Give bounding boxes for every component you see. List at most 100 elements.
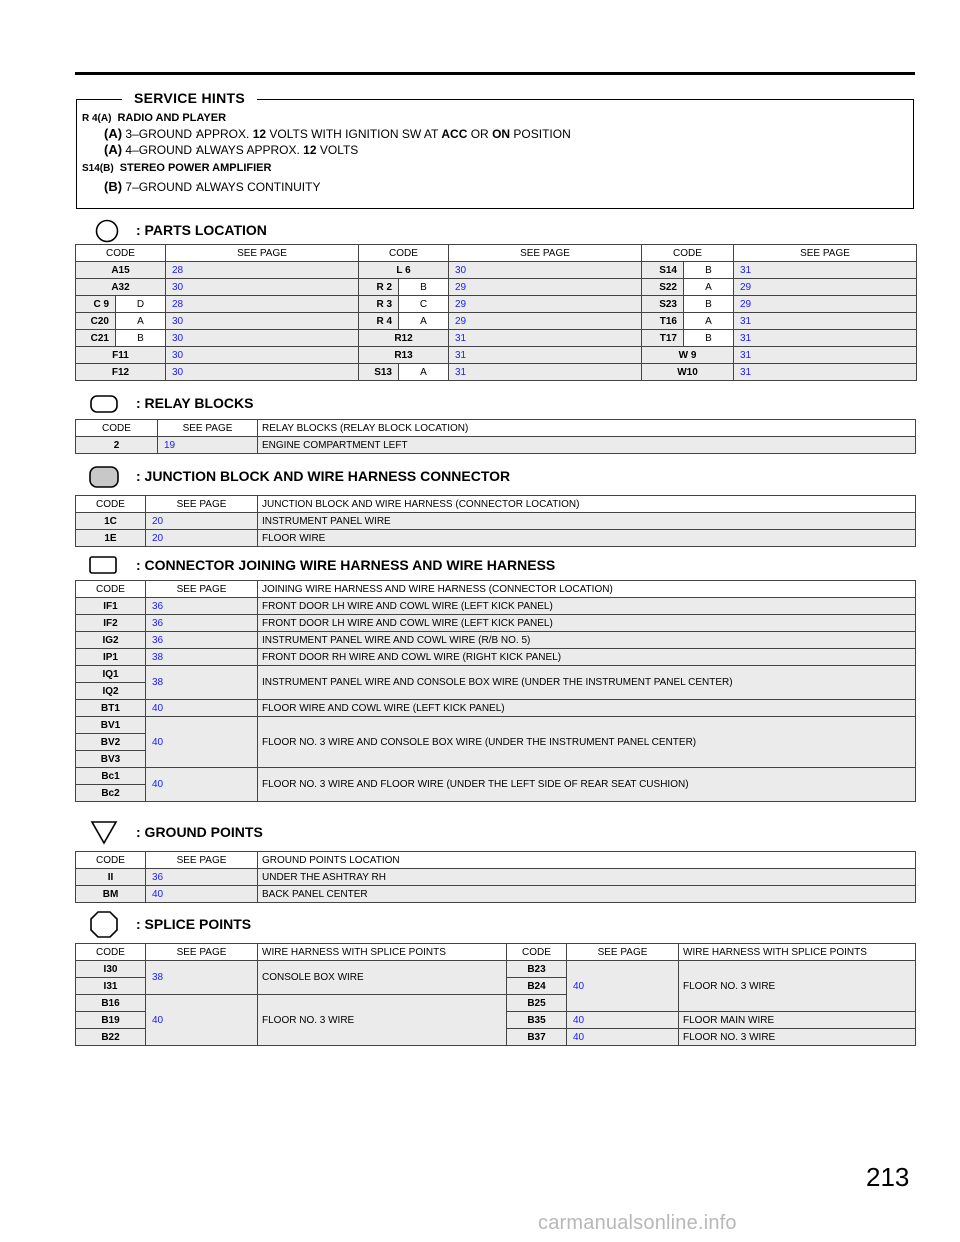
hint-text-pre: APPROX. [196,127,253,141]
location-cell: UNDER THE ASHTRAY RH [257,868,916,886]
hint-text-mid: VOLTS WITH IGNITION SW AT [266,127,442,141]
column-header: SEE PAGE [733,244,917,262]
connector-letter: D [115,295,166,313]
part-code: S13 [358,363,399,381]
connector-letter: B [683,295,734,313]
connector-location: FRONT DOOR LH WIRE AND COWL WIRE (LEFT K… [257,614,916,632]
see-page-link: 30 [165,278,359,296]
hint-pin-text: 7–GROUND : [125,180,199,194]
column-header: SEE PAGE [165,244,359,262]
see-page-link: 31 [733,261,917,279]
part-code: S23 [641,295,684,313]
junction-block-icon [89,466,119,488]
splice-code: B35 [506,1011,567,1029]
part-code: T17 [641,329,684,347]
see-page-link: 36 [145,868,258,886]
ground-points-title: : GROUND POINTS [136,824,263,840]
splice-harness: FLOOR NO. 3 WIRE [257,994,507,1046]
connector-location: FRONT DOOR RH WIRE AND COWL WIRE (RIGHT … [257,648,916,666]
connector-letter: C [398,295,449,313]
see-page-link: 36 [145,631,258,649]
junction-block-title: : JUNCTION BLOCK AND WIRE HARNESS CONNEC… [136,468,511,484]
connector-location: INSTRUMENT PANEL WIRE AND COWL WIRE (R/B… [257,631,916,649]
splice-harness: FLOOR NO. 3 WIRE [678,960,916,1012]
splice-code: B22 [75,1028,146,1046]
part-code: C 9 [75,295,116,313]
code-cell: 2 [75,436,158,454]
hint-bold: 12 [252,127,267,141]
part-code: T16 [641,312,684,330]
see-page-link: 40 [145,885,258,903]
see-page-link: 31 [733,312,917,330]
see-page-link: 31 [448,329,642,347]
column-header: WIRE HARNESS WITH SPLICE POINTS [678,943,916,961]
splice-point-octagon-icon [90,911,118,938]
see-page-link: 30 [165,329,359,347]
hint-component-name: STEREO POWER AMPLIFIER [119,162,272,174]
column-header: SEE PAGE [145,943,258,961]
part-code: C20 [75,312,116,330]
splice-code: B23 [506,960,567,978]
location-cell: BACK PANEL CENTER [257,885,916,903]
code-cell: II [75,868,146,886]
connector-code: BV1 [75,716,146,734]
part-code: A15 [75,261,166,279]
see-page-link: 19 [157,436,258,454]
hint-component-ref: S14(B) [82,163,114,174]
hint-text-mid: OR [467,127,493,141]
connector-letter: A [683,278,734,296]
see-page-link: 29 [448,278,642,296]
see-page-link: 30 [165,346,359,364]
part-code: W 9 [641,346,734,364]
hint-pin: (A) 3–GROUND : [104,126,199,141]
splice-points-title: : SPLICE POINTS [136,916,252,932]
see-page-link: 28 [165,261,359,279]
location-cell: ENGINE COMPARTMENT LEFT [257,436,916,454]
ground-point-triangle-icon [90,821,118,845]
location-cell: INSTRUMENT PANEL WIRE [257,512,916,530]
connector-code: BV3 [75,750,146,768]
see-page-link: 31 [448,363,642,381]
splice-harness: FLOOR NO. 3 WIRE [678,1028,916,1046]
part-code: R 3 [358,295,399,313]
connector-code: BV2 [75,733,146,751]
connector-letter: A [115,312,166,330]
code-cell: BM [75,885,146,903]
splice-harness: FLOOR MAIN WIRE [678,1011,916,1029]
connector-location: FRONT DOOR LH WIRE AND COWL WIRE (LEFT K… [257,597,916,615]
part-code: S14 [641,261,684,279]
see-page-link: 40 [145,699,258,717]
column-header: SEE PAGE [145,580,258,598]
part-code: A32 [75,278,166,296]
column-header: JOINING WIRE HARNESS AND WIRE HARNESS (C… [257,580,916,598]
part-code: C21 [75,329,116,347]
connector-letter: A [398,312,449,330]
hint-text-post: POSITION [510,127,571,141]
hint-text-mid: VOLTS [316,143,359,157]
hint-text-pre: ALWAYS CONTINUITY [196,180,321,194]
hint-text-pre: ALWAYS APPROX. [196,143,304,157]
part-code: R13 [358,346,449,364]
page-number: 213 [866,1162,910,1192]
see-page-link: 29 [733,278,917,296]
column-header: CODE [358,244,449,262]
